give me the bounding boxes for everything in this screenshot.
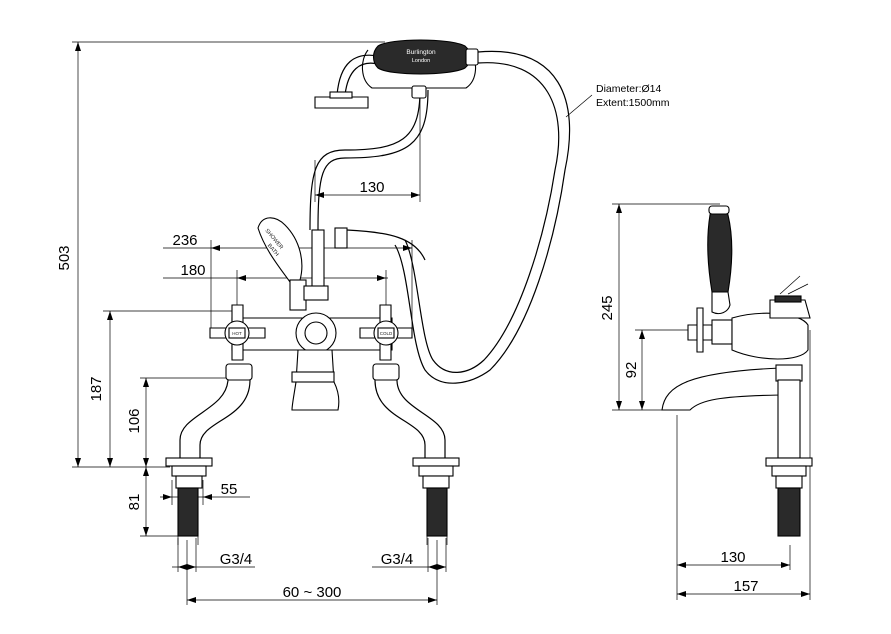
dimension-centres: 60 ~ 300	[186, 540, 438, 605]
dimension-height-106: 106	[126, 377, 228, 467]
side-spout	[661, 367, 781, 411]
dim-130-top: 130	[359, 179, 384, 196]
dim-157: 157	[733, 578, 758, 595]
dimension-reach-130: 130	[676, 415, 791, 600]
dimension-height-187: 187	[88, 310, 232, 467]
right-leg	[372, 363, 460, 545]
side-view: 245 92 130 157	[599, 203, 813, 600]
side-lever-handle	[707, 206, 733, 293]
dim-130-side: 130	[720, 549, 745, 566]
diverter-lever	[257, 217, 303, 283]
dimension-tail-55: 55	[160, 480, 250, 505]
cold-label: COLD	[380, 331, 393, 336]
left-leg	[165, 363, 253, 545]
dimension-height-92: 92	[623, 329, 690, 410]
dim-187: 187	[88, 376, 105, 401]
dim-81: 81	[126, 494, 143, 511]
diverter-riser	[311, 229, 325, 291]
thread-left-dimension: G3/4	[172, 538, 255, 572]
side-stem	[777, 379, 801, 459]
handset-city: London	[412, 58, 430, 64]
dimension-height-81: 81	[126, 467, 178, 537]
hose-diameter-note: Diameter:Ø14	[596, 83, 662, 95]
dim-106: 106	[126, 408, 143, 433]
dim-503: 503	[56, 245, 73, 270]
shower-hose	[394, 50, 571, 384]
centres-label: 60 ~ 300	[283, 584, 342, 601]
dimension-depth-157: 157	[677, 330, 811, 600]
dimension-handset-offset: 130	[314, 95, 421, 202]
hot-crosshead-handle[interactable]: HOT	[209, 304, 266, 361]
thread-left-label: G3/4	[220, 551, 253, 568]
dim-236: 236	[172, 232, 197, 249]
handset-handle	[372, 39, 471, 75]
handset-brand: Burlington	[406, 49, 436, 56]
cold-crosshead-handle[interactable]: COLD	[359, 304, 413, 361]
cradle-arm	[309, 89, 421, 231]
dim-92: 92	[623, 362, 640, 379]
front-view: 503 130 236 180	[56, 39, 670, 605]
hot-label: HOT	[232, 331, 242, 336]
dimension-overall-height: 503	[56, 41, 385, 468]
thread-right-dimension: G3/4	[372, 538, 447, 572]
dim-245: 245	[599, 295, 616, 320]
thread-right-label: G3/4	[381, 551, 414, 568]
dim-180: 180	[180, 262, 205, 279]
shower-rose	[314, 96, 369, 109]
side-valve-body	[731, 312, 809, 360]
hose-extent-note: Extent:1500mm	[596, 97, 670, 109]
dim-55: 55	[221, 481, 238, 498]
